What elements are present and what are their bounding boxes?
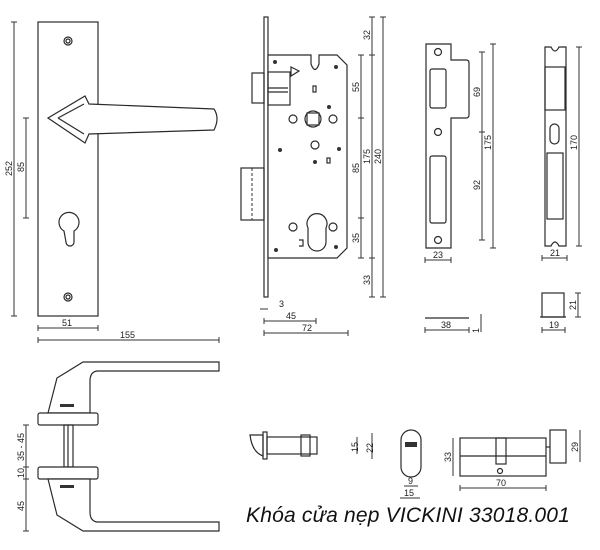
mortise-keyhole: [306, 213, 328, 252]
cylinder-view: 33 70 29: [443, 429, 581, 491]
hole: [288, 114, 298, 124]
latch-tube: [266, 436, 318, 455]
dim-strike-height: 175: [483, 135, 493, 150]
dim-plate-height: 252: [4, 161, 14, 176]
dim-backset: 45: [286, 311, 296, 321]
lever-handle: [46, 95, 218, 144]
screw-bottom-inner: [65, 294, 71, 300]
keyhole: [58, 211, 80, 247]
dim-escutcheon-outer: 15: [404, 488, 414, 498]
latch-head: [249, 434, 264, 457]
dim-box-width: 19: [549, 320, 559, 330]
strike-plate: [425, 43, 470, 249]
dim-cylinder-length: 70: [496, 478, 506, 488]
upper-rose: [37, 412, 99, 426]
strike-plate-view: 69 92 175 23 38 1: [424, 43, 496, 333]
faceplate-view: 170 21 21 19: [540, 46, 582, 333]
screw-top-inner: [65, 38, 71, 44]
hole: [328, 222, 338, 232]
mortise-case: [267, 54, 348, 259]
dim-faceplate: 175: [362, 149, 372, 164]
dim-cylinder-height: 33: [443, 452, 453, 462]
dim-total: 240: [373, 149, 383, 164]
latch-bolt: [251, 72, 265, 104]
hole: [310, 140, 320, 150]
upper-lever: [47, 361, 220, 414]
dim-plate-center: 85: [16, 162, 26, 172]
screw-top: [63, 36, 73, 46]
dim-latch-inner: 15: [350, 442, 360, 452]
dim-strike-side: 38: [441, 320, 451, 330]
dim-depth: 72: [302, 323, 312, 333]
handle-set-view: 35 - 45 10 45: [16, 361, 220, 532]
escutcheon: [400, 429, 422, 478]
strike-box: [541, 292, 565, 318]
hole: [328, 114, 338, 124]
dim-knob: 29: [570, 442, 580, 452]
lower-rose: [37, 466, 99, 480]
dim-escutcheon-inner: 9: [408, 476, 413, 486]
faceplate: [544, 46, 567, 247]
thumb-turn: [549, 429, 567, 464]
back-plate: [37, 21, 99, 317]
dim-handle-height: 45: [16, 501, 26, 511]
dim-lower: 35: [351, 233, 361, 243]
dim-total-width: 155: [120, 330, 135, 340]
lower-lever: [47, 478, 220, 532]
dim-rose: 10: [16, 468, 26, 478]
dim-thickness: 3: [279, 299, 284, 309]
dim-strike-thickness: 1: [471, 328, 481, 333]
dim-middle: 85: [351, 163, 361, 173]
dim-plate-width: 51: [62, 318, 72, 328]
spindle-hub: [306, 112, 320, 126]
dim-strike-lower: 92: [472, 180, 482, 190]
latch-triangle: [290, 66, 301, 78]
screw-bottom: [63, 292, 73, 302]
dim-strike-width: 23: [433, 250, 443, 260]
product-title: Khóa cửa nẹp VICKINI 33018.001: [246, 504, 571, 527]
dim-top: 32: [362, 30, 372, 40]
dim-bottom: 33: [362, 275, 372, 285]
dim-faceplate-height: 170: [569, 135, 579, 150]
cam: [495, 437, 507, 465]
dim-latch-outer: 22: [365, 443, 375, 453]
dim-door-range: 35 - 45: [16, 433, 26, 461]
escutcheon-view: 9 15: [400, 429, 422, 499]
lever-chevron: [57, 103, 85, 135]
dim-box-height: 21: [568, 300, 578, 310]
latch-view: 15 22: [249, 431, 375, 460]
hole: [288, 222, 298, 232]
dim-upper: 55: [351, 82, 361, 92]
dim-strike-upper: 69: [472, 87, 482, 97]
handle-plate-view: 252 85 51 155: [4, 21, 220, 343]
mortise-body-view: 55 85 35 32 175 33 240 3 45 72: [240, 16, 386, 336]
dim-faceplate-width: 21: [550, 248, 560, 258]
